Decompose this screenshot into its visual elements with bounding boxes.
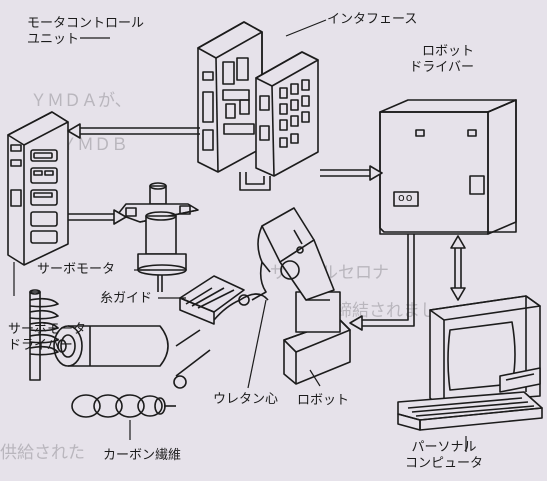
robot-driver-label-line1: ロボット — [422, 44, 475, 59]
servo-motor-driver-label-line1: サーボモータ — [8, 322, 87, 337]
motor-control-unit-label-line2: ユニット — [27, 32, 80, 47]
interface-unit — [255, 51, 319, 177]
servo-motor-driver-label: サーボモータ ドライバー — [8, 322, 86, 354]
personal-computer-label: パーソナル コンピュータ — [405, 440, 483, 472]
signal-arrows — [67, 123, 466, 331]
servo-motor-driver-unit — [7, 111, 69, 266]
motor-control-unit-label: モータコントロール ユニット — [27, 16, 144, 48]
leader-lines — [13, 19, 467, 452]
bleed-through-text: ＹＭＤＡが、 — [30, 91, 132, 111]
personal-computer — [397, 295, 543, 431]
servo-motor-label: サーボモータ — [37, 262, 116, 277]
bleed-through-text: 供給された — [0, 443, 85, 463]
carbon-fiber-label: カーボン繊維 — [103, 448, 182, 463]
personal-computer-label-line2: コンピュータ — [405, 456, 484, 471]
motor-control-unit-label-line1: モータコントロール — [27, 16, 145, 31]
robot-driver-indicator: oo — [398, 191, 414, 204]
servo-motor-driver-label-line2: ドライバー — [8, 338, 73, 353]
robot-driver-label-line2: ドライバー — [409, 60, 475, 75]
robot-driver-unit — [379, 99, 517, 235]
yarn-guide-label: 糸ガイド — [100, 291, 153, 306]
motor-control-unit — [197, 21, 263, 173]
robot-driver-label: ロボット ドライバー — [396, 44, 474, 76]
robot-arm — [251, 207, 351, 385]
interface-label: インタフェース — [327, 12, 418, 27]
robot-label: ロボット — [297, 393, 350, 408]
winding-mandrel — [29, 289, 211, 418]
yarn-guide — [179, 275, 269, 325]
servo-motor-assembly — [117, 182, 199, 292]
urethane-core-label: ウレタン心 — [213, 392, 279, 407]
personal-computer-label-line1: パーソナル — [411, 440, 477, 455]
bleed-through-text: ＹＭＤＢ — [60, 135, 128, 155]
